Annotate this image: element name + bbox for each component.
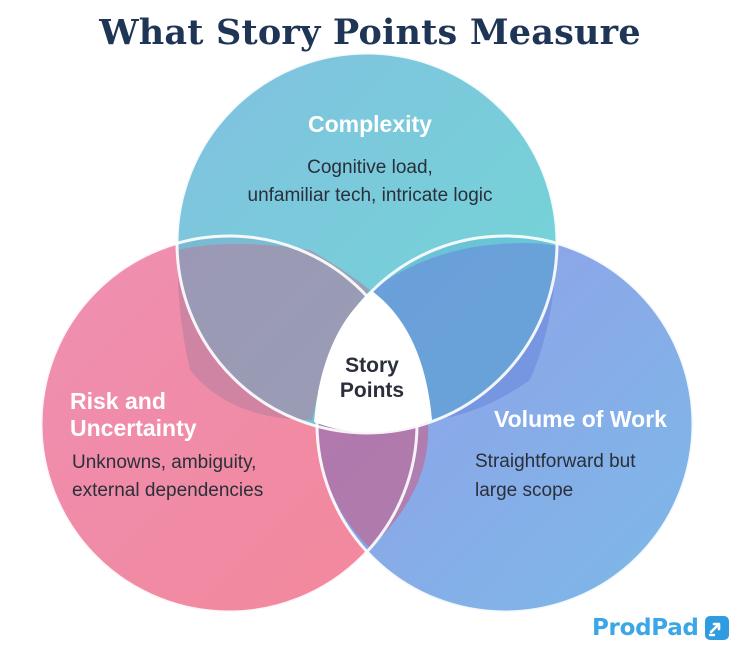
- risk-desc-line1: Unknowns, ambiguity,: [72, 452, 257, 473]
- logo-text: ProdPad: [592, 615, 699, 641]
- risk-desc-line2: external dependencies: [72, 480, 264, 501]
- overlap-risk-volume: [316, 422, 429, 548]
- risk-label-line1: Risk and: [70, 388, 166, 414]
- complexity-desc-line2: unfamiliar tech, intricate logic: [247, 185, 493, 206]
- overlap-complexity-volume: [372, 243, 556, 420]
- page-title: What Story Points Measure: [99, 12, 641, 53]
- risk-label-line2: Uncertainty: [70, 415, 197, 441]
- prodpad-logo-icon: [704, 616, 729, 640]
- center-label-line1: Story: [345, 354, 399, 377]
- complexity-desc-line1: Cognitive load,: [307, 157, 433, 178]
- complexity-label: Complexity: [308, 111, 432, 137]
- volume-desc-line2: large scope: [475, 480, 574, 501]
- volume-label: Volume of Work: [494, 406, 667, 432]
- center-label-line2: Points: [339, 379, 405, 402]
- prodpad-logo: ProdPad: [592, 613, 729, 643]
- volume-desc-line1: Straightforward but: [475, 451, 636, 472]
